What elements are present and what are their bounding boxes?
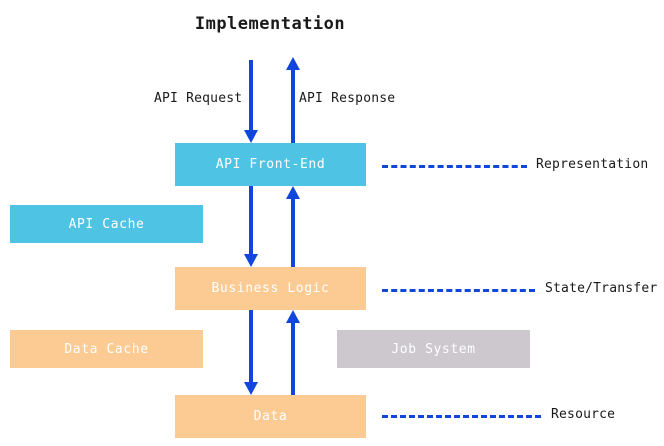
box-data-cache[interactable]: Data Cache <box>10 330 203 368</box>
flow-label-api-response: API Response <box>299 91 396 106</box>
dashed-connector-resource <box>382 415 541 418</box>
dashed-connector-representation <box>382 165 527 168</box>
arrow-shaft <box>291 69 295 143</box>
box-label: Job System <box>391 341 476 357</box>
arrow-head <box>286 310 300 323</box>
side-label-representation: Representation <box>536 157 649 172</box>
box-label: Business Logic <box>211 281 330 296</box>
dashed-connector-state-transfer <box>382 289 535 292</box>
box-label: API Front-End <box>215 157 326 172</box>
box-label: Data Cache <box>64 341 149 357</box>
box-api-cache[interactable]: API Cache <box>10 205 203 243</box>
side-label-resource: Resource <box>551 407 616 422</box>
box-api-front-end[interactable]: API Front-End <box>175 143 366 186</box>
box-data[interactable]: Data <box>175 395 366 438</box>
box-job-system[interactable]: Job System <box>337 330 530 368</box>
arrow-head <box>244 382 258 395</box>
arrow-head <box>286 186 300 199</box>
arrow-head <box>244 130 258 143</box>
arrow-head <box>244 254 258 267</box>
page-title: Implementation <box>194 14 346 34</box>
arrow-head <box>286 57 300 70</box>
arrow-shaft <box>291 198 295 267</box>
side-label-state-transfer: State/Transfer <box>545 281 658 296</box>
box-label: Data <box>253 409 288 424</box>
arrow-shaft <box>249 186 253 255</box>
arrow-shaft <box>249 60 253 131</box>
arrow-shaft <box>291 322 295 395</box>
flow-label-api-request: API Request <box>154 91 243 106</box>
box-business-logic[interactable]: Business Logic <box>175 267 366 310</box>
box-label: API Cache <box>68 216 145 232</box>
arrow-shaft <box>249 310 253 383</box>
